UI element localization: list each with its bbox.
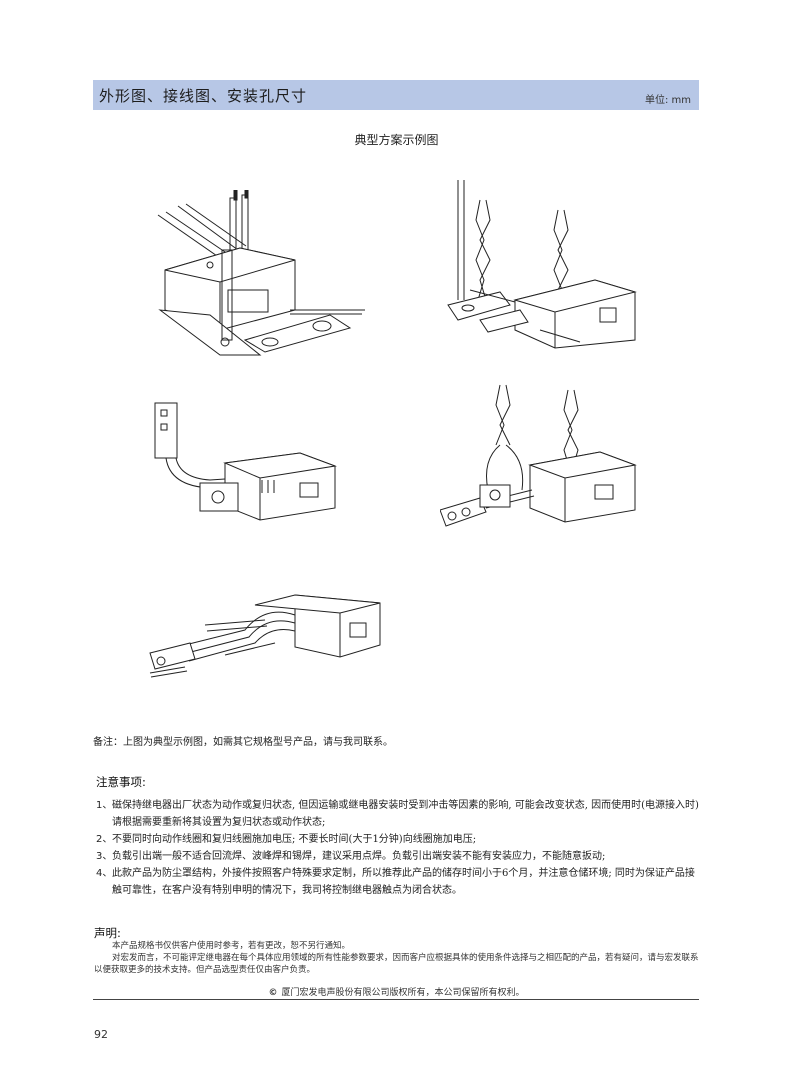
- relay-with-twisted-leads-icon: [447, 180, 637, 349]
- footer-divider: [93, 999, 699, 1000]
- cautions-title: 注意事项:: [96, 775, 146, 789]
- copyright-text: 厦门宏发电声股份有限公司版权所有，本公司保留所有权利。: [281, 988, 525, 998]
- cautions-list: 1、磁保持继电器出厂状态为动作或复归状态, 但因运输或继电器安装时受到冲击等因素…: [96, 797, 702, 899]
- relay-with-vertical-busbar-icon: [154, 402, 337, 521]
- relay-figure-5: [145, 585, 385, 685]
- section-title: 外形图、接线图、安装孔尺寸: [99, 87, 308, 105]
- figure-remark: 备注：上图为典型示例图，如需其它规格型号产品，请与我司联系。: [93, 737, 393, 748]
- relay-with-spread-leads-icon: [440, 384, 637, 527]
- section-header-bar: 外形图、接线图、安装孔尺寸 单位: mm: [93, 80, 699, 110]
- declaration-paragraph-2: 对宏发而言，不可能评定继电器在每个具体应用领域的所有性能参数要求，因而客户应根据…: [94, 953, 699, 975]
- figure-subtitle: 典型方案示例图: [354, 133, 439, 147]
- unit-label: 单位: mm: [644, 95, 691, 106]
- copyright-icon: ©: [268, 988, 278, 998]
- list-item: 3、负载引出端一般不适合回流焊、波峰焊和锡焊，建议采用点焊。负载引出端安装不能有…: [96, 851, 606, 862]
- list-item: 2、不要同时向动作线圈和复归线圈施加电压; 不要长时间(大于1分钟)向线圈施加电…: [96, 834, 477, 845]
- declaration-paragraph-1: 本产品规格书仅供客户使用时参考，若有更改，恕不另行通知。: [112, 941, 351, 951]
- page-number: 92: [94, 1028, 108, 1041]
- list-item: 1、磁保持继电器出厂状态为动作或复归状态, 但因运输或继电器安装时受到冲击等因素…: [96, 800, 699, 828]
- declaration-text: 本产品规格书仅供客户使用时参考，若有更改，恕不另行通知。 对宏发而言，不可能评定…: [94, 940, 700, 976]
- list-item: 4、此款产品为防尘罩结构，外接件按照客户特殊要求定制，所以推荐此产品的储存时间小…: [96, 868, 695, 896]
- relay-with-cable-bundle-icon: [149, 594, 381, 678]
- relay-figure-4: [440, 380, 640, 540]
- declaration-title: 声明:: [94, 926, 121, 940]
- relay-figure-2: [440, 180, 640, 350]
- relay-figure-3: [150, 398, 340, 528]
- relay-with-wires-and-terminals-icon: [157, 190, 365, 356]
- relay-figure-1: [150, 190, 370, 380]
- copyright-line: ©厦门宏发电声股份有限公司版权所有，本公司保留所有权利。: [0, 985, 793, 998]
